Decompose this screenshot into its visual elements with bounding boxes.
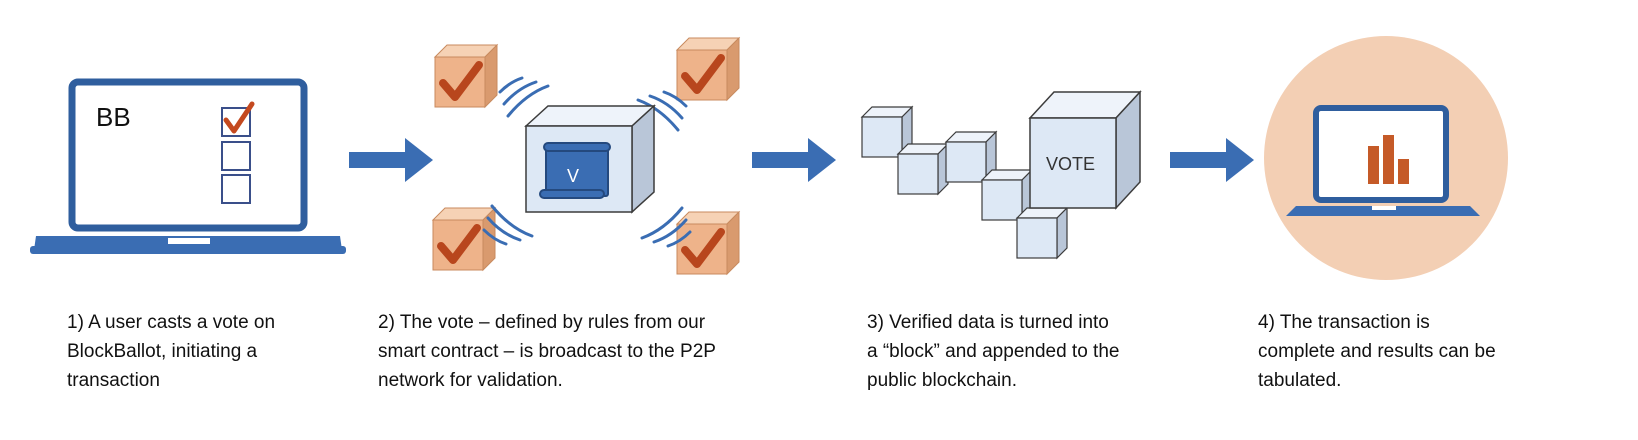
validator-cube-icon bbox=[435, 45, 497, 107]
vote-block-label: VOTE bbox=[1046, 154, 1095, 174]
caption-line: tabulated. bbox=[1258, 370, 1342, 391]
caption-line: smart contract – is broadcast to the P2P bbox=[378, 341, 716, 362]
screen-label-bb: BB bbox=[96, 102, 131, 132]
caption-line: BlockBallot, initiating a bbox=[67, 341, 258, 362]
laptop-ballot-icon: BB bbox=[30, 78, 346, 254]
step4-caption: 4) The transaction is complete and resul… bbox=[1258, 308, 1496, 395]
validator-cube-icon bbox=[677, 38, 739, 100]
caption-line: public blockchain. bbox=[867, 370, 1017, 391]
signal-waves-icon bbox=[498, 76, 550, 118]
validator-cube-icon bbox=[433, 208, 495, 270]
caption-line: 3) Verified data is turned into bbox=[867, 312, 1109, 333]
caption-line: a “block” and appended to the bbox=[867, 341, 1120, 362]
smart-contract-scroll-icon: V bbox=[539, 142, 611, 199]
laptop-results-icon bbox=[1264, 36, 1508, 280]
arrow-right-icon bbox=[349, 138, 433, 182]
vote-block: VOTE bbox=[1028, 90, 1142, 210]
broadcast-p2p-icon: V bbox=[433, 38, 739, 274]
arrow-right-icon bbox=[1170, 138, 1254, 182]
step3-caption: 3) Verified data is turned into a “block… bbox=[867, 308, 1119, 395]
caption-line: 1) A user casts a vote on bbox=[67, 312, 276, 333]
blockchain-icon: VOTE bbox=[861, 90, 1142, 259]
step2-caption: 2) The vote – defined by rules from our … bbox=[378, 308, 716, 395]
scroll-label: V bbox=[567, 166, 579, 186]
caption-line: 4) The transaction is bbox=[1258, 312, 1430, 333]
caption-line: transaction bbox=[67, 370, 160, 391]
step1-caption: 1) A user casts a vote on BlockBallot, i… bbox=[67, 308, 275, 395]
caption-line: 2) The vote – defined by rules from our bbox=[378, 312, 706, 333]
caption-line: complete and results can be bbox=[1258, 341, 1496, 362]
arrow-right-icon bbox=[752, 138, 836, 182]
ballot-checkboxes bbox=[221, 101, 255, 204]
bar-chart-icon bbox=[1368, 135, 1409, 184]
caption-line: network for validation. bbox=[378, 370, 563, 391]
